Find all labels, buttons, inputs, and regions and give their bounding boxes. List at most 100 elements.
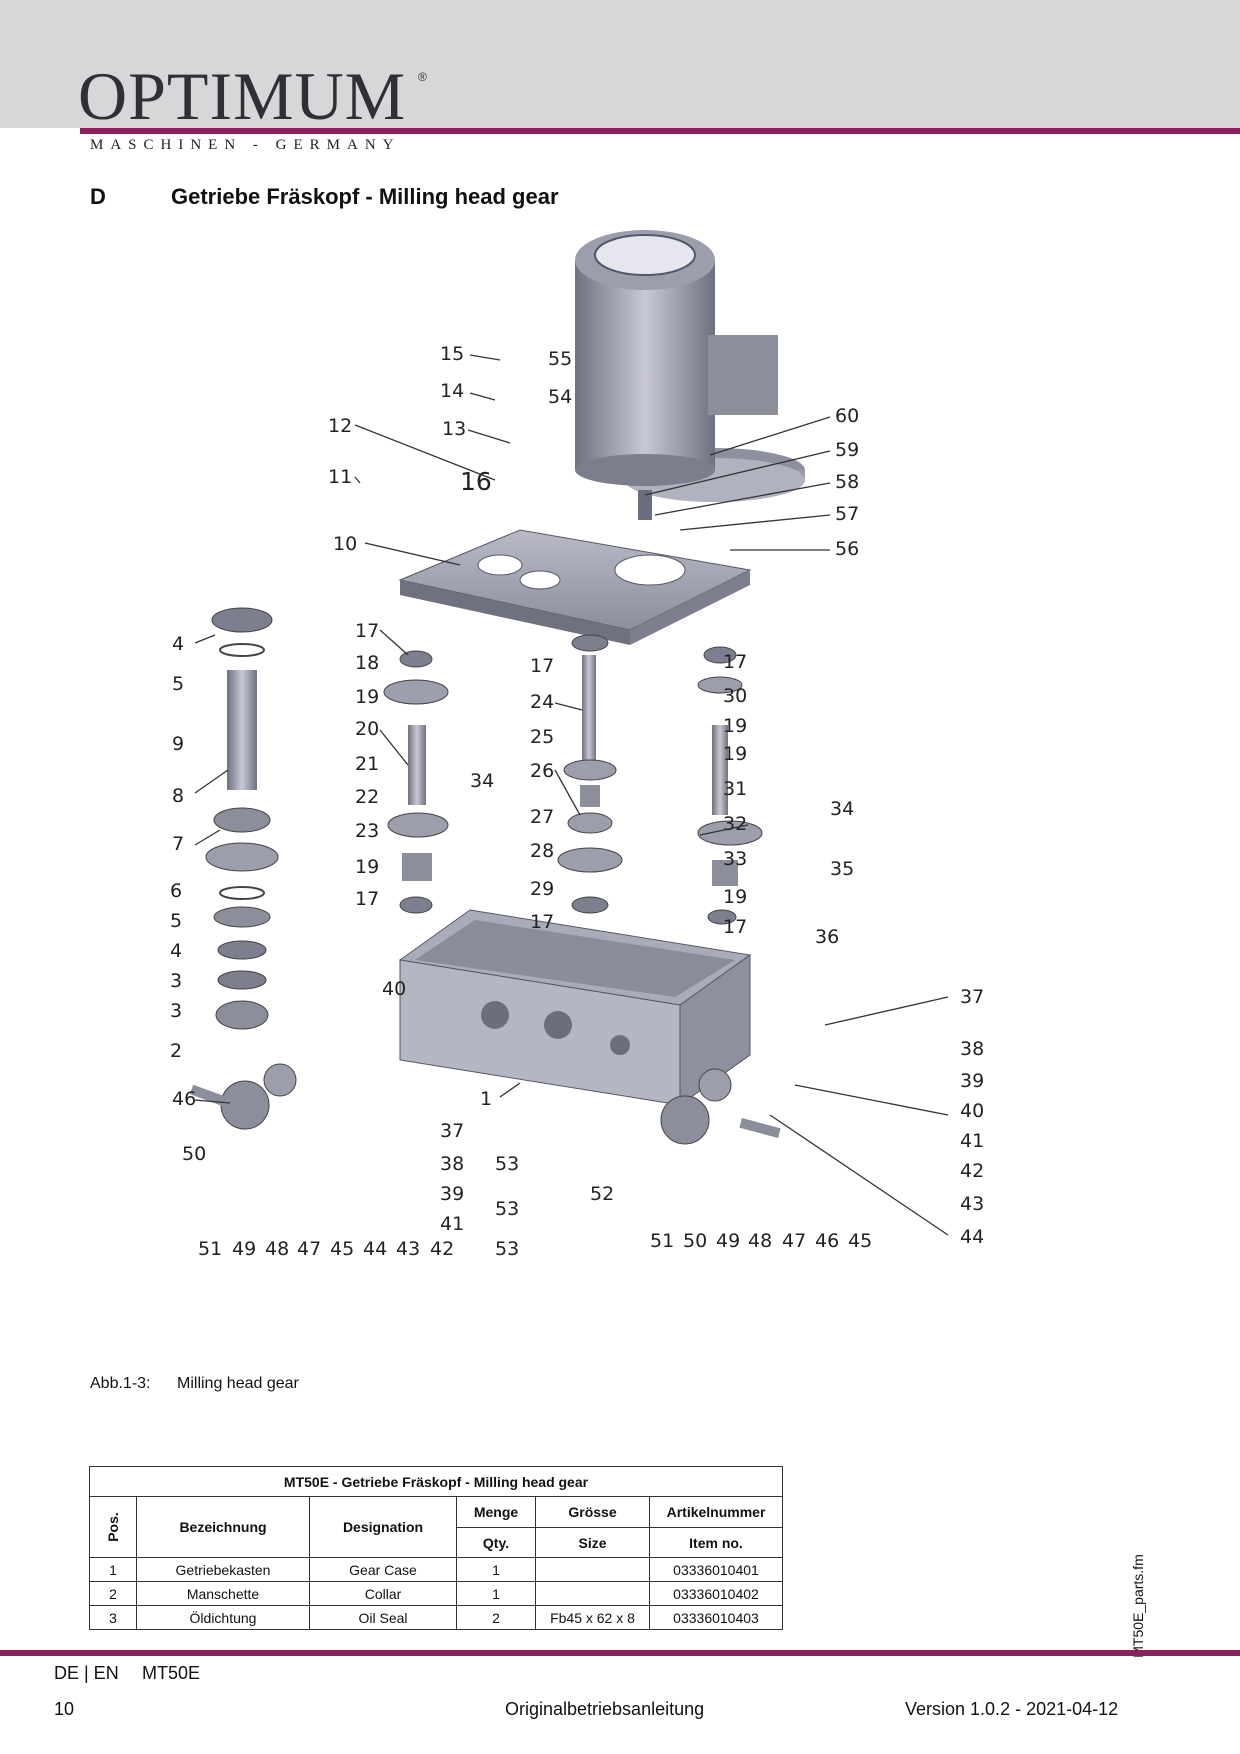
callout-3: 3: [170, 970, 182, 992]
callout-6: 6: [170, 880, 182, 902]
footer-version: Version 1.0.2 - 2021-04-12: [905, 1699, 1119, 1719]
figure-caption-text: Milling head gear: [177, 1375, 299, 1392]
callout-42b: 42: [430, 1238, 454, 1260]
header-rule: [80, 128, 1240, 134]
cell-designation: Gear Case: [309, 1557, 457, 1582]
footer-model: MT50E: [142, 1663, 201, 1683]
callout-39b: 39: [440, 1183, 464, 1205]
callout-28: 28: [530, 840, 554, 862]
section-title: Getriebe Fräskopf - Milling head gear: [171, 184, 559, 209]
col-artikelnummer: Artikelnummer: [649, 1496, 783, 1528]
callout-21: 21: [355, 753, 379, 775]
callout-44b: 44: [363, 1238, 387, 1260]
callout-17a: 17: [355, 620, 379, 642]
callout-17f: 17: [723, 916, 747, 938]
callout-58: 58: [835, 471, 859, 493]
col-groesse: Grösse: [535, 1496, 650, 1528]
exploded-view-drawing: 15 14 13 12 11 16 55 54 60 59 58 57 56 1…: [170, 230, 984, 1260]
spindle-stack: [205, 607, 279, 1030]
callout-34b: 34: [830, 798, 854, 820]
footer-page-number: 10: [54, 1699, 75, 1719]
callout-54: 54: [548, 386, 572, 408]
callout-41b: 41: [440, 1213, 464, 1235]
handwheel-left: [189, 1063, 297, 1130]
callout-57: 57: [835, 503, 859, 525]
callout-52: 52: [590, 1183, 614, 1205]
col-designation: Designation: [309, 1496, 457, 1558]
callout-46a: 46: [172, 1088, 196, 1110]
callout-5b: 5: [170, 910, 182, 932]
callout-4b: 4: [170, 940, 182, 962]
callout-7: 7: [172, 833, 184, 855]
callout-39a: 39: [960, 1070, 984, 1092]
cell-qty: 2: [456, 1605, 536, 1630]
cell-size: [535, 1557, 650, 1582]
callout-19d: 19: [723, 743, 747, 765]
callout-53a: 53: [495, 1153, 519, 1175]
callout-43a: 43: [960, 1193, 984, 1215]
callout-33: 33: [723, 848, 747, 870]
callout-19c: 19: [723, 715, 747, 737]
callout-2: 2: [170, 1040, 182, 1062]
handwheel-right: [660, 1068, 781, 1145]
callout-46b: 46: [815, 1230, 839, 1252]
footer-document-title: Originalbetriebsanleitung: [505, 1699, 705, 1719]
callout-42a: 42: [960, 1160, 984, 1182]
col-item-no: Item no.: [649, 1527, 783, 1558]
callout-38a: 38: [960, 1038, 984, 1060]
callout-51a: 51: [198, 1238, 222, 1260]
table-row: 2 Manschette Collar 1 03336010402: [89, 1581, 783, 1606]
callout-45a: 45: [330, 1238, 354, 1260]
callout-34a: 34: [470, 770, 494, 792]
callout-50a: 50: [182, 1143, 206, 1165]
leader-lines: [194, 354, 949, 1236]
callout-17d: 17: [530, 911, 554, 933]
col-menge: Menge: [456, 1496, 536, 1528]
cell-item: 03336010403: [649, 1605, 783, 1630]
table-title: MT50E - Getriebe Fräskopf - Milling head…: [89, 1466, 783, 1497]
callout-47b: 47: [782, 1230, 806, 1252]
callout-40b: 40: [382, 978, 406, 1000]
callout-36: 36: [815, 926, 839, 948]
callout-59: 59: [835, 439, 859, 461]
callout-labels: 15 14 13 12 11 16 55 54 60 59 58 57 56 1…: [170, 343, 984, 1260]
table-row: 1 Getriebekasten Gear Case 1 03336010401: [89, 1557, 783, 1582]
cell-designation: Collar: [309, 1581, 457, 1606]
top-plate: [398, 529, 752, 645]
col-size: Size: [535, 1527, 650, 1558]
table-row: 3 Öldichtung Oil Seal 2 Fb45 x 62 x 8 03…: [89, 1605, 783, 1630]
callout-37a: 37: [960, 986, 984, 1008]
cell-pos: 2: [89, 1581, 137, 1606]
callout-3b: 3: [170, 1000, 182, 1022]
callout-18: 18: [355, 652, 379, 674]
callout-23: 23: [355, 820, 379, 842]
callout-56: 56: [835, 538, 859, 560]
callout-50b: 50: [683, 1230, 707, 1252]
callout-53c: 53: [495, 1238, 519, 1260]
callout-37b: 37: [440, 1120, 464, 1142]
callout-1: 1: [480, 1088, 492, 1110]
callout-22: 22: [355, 786, 379, 808]
callout-4: 4: [172, 633, 184, 655]
callout-45b: 45: [848, 1230, 872, 1252]
callout-10: 10: [333, 533, 357, 555]
callout-12: 12: [328, 415, 352, 437]
callout-13: 13: [442, 418, 466, 440]
callout-27: 27: [530, 806, 554, 828]
cell-size: [535, 1581, 650, 1606]
brand-registered: ®: [418, 70, 427, 84]
callout-20: 20: [355, 718, 379, 740]
callout-14: 14: [440, 380, 464, 402]
callout-5: 5: [172, 673, 184, 695]
side-file-label: MT50E_parts.fm: [1130, 1554, 1146, 1658]
callout-29: 29: [530, 878, 554, 900]
cell-item: 03336010402: [649, 1581, 783, 1606]
callout-15: 15: [440, 343, 464, 365]
callout-9: 9: [172, 733, 184, 755]
callout-55: 55: [548, 348, 572, 370]
brand-logo: OPTIMUM: [78, 58, 407, 134]
cell-item: 03336010401: [649, 1557, 783, 1582]
callout-47a: 47: [297, 1238, 321, 1260]
callout-40a: 40: [960, 1100, 984, 1122]
callout-49b: 49: [716, 1230, 740, 1252]
